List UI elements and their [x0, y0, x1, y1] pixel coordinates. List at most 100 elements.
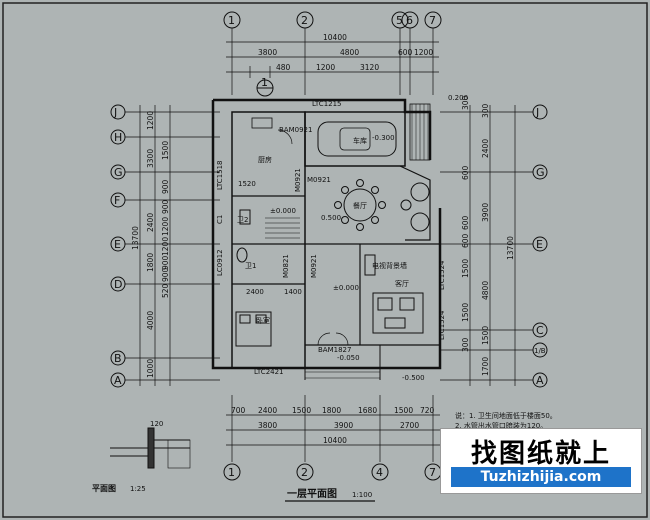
dim-right-o1: 300 [481, 103, 490, 118]
dim-top-inner-b: 1200 [316, 63, 335, 72]
detail-scale: 1:25 [130, 485, 146, 493]
axis-right-G: G [536, 166, 545, 179]
axis-top-5: 5 [396, 14, 403, 27]
dim-left-i2: 900 [161, 179, 170, 194]
window-c1: C1 [216, 215, 224, 224]
door-m0821: M0821 [282, 254, 290, 278]
axis-right-1B: 1/B [534, 347, 546, 355]
room-kitchen: 厨房 [258, 155, 272, 164]
dim-right-i7: 300 [461, 337, 470, 352]
brand-watermark: 找图纸就上 Tuzhizhijia.com [440, 428, 642, 494]
dim-bottom-2a: 3800 [258, 421, 277, 430]
axis-right-C: C [536, 324, 544, 337]
detail-dim: 120 [150, 420, 163, 428]
window-ltc1524-b: LTC1524 [438, 310, 446, 340]
dim-left-o1: 1200 [146, 111, 155, 130]
dim-right-o4: 4800 [481, 281, 490, 300]
dim-bottom-1c: 1500 [292, 406, 311, 415]
dim-right-i4: 600 [461, 233, 470, 248]
axis-left-D: D [114, 278, 122, 291]
dim-bottom-total: 10400 [323, 436, 347, 445]
axis-right-A: A [536, 374, 544, 387]
dim-bottom-1g: 720 [420, 406, 435, 415]
dim-right-i5: 1500 [461, 259, 470, 278]
room-living: 客厅 [395, 279, 409, 288]
elev-3: 0.500 [321, 214, 341, 222]
dim-right-total: 13700 [506, 236, 515, 260]
dim-right-i6: 1500 [461, 303, 470, 322]
axis-left-A: A [114, 374, 122, 387]
axis-top-2: 2 [301, 14, 308, 27]
elev-5: -0.500 [402, 374, 425, 382]
dim-right-i1: 300 [461, 95, 470, 110]
dim-left-i3: 900 [161, 199, 170, 214]
room-bedroom: 卧室 [256, 316, 270, 325]
room-dining: 餐厅 [353, 201, 367, 210]
window-ltc1524-a: LTC1524 [438, 260, 446, 290]
dim-top-a: 3800 [258, 48, 277, 57]
note-1: 说：1. 卫生间地面低于楼面50。 [455, 411, 557, 420]
window-ltc1215: LTC1215 [312, 100, 342, 108]
dim-bottom-1f: 1500 [394, 406, 413, 415]
dim-left-i5: 1200 [161, 237, 170, 256]
axis-bottom-7: 7 [429, 466, 436, 479]
axis-top-7: 7 [429, 14, 436, 27]
dim-left-o5: 4000 [146, 311, 155, 330]
window-ltc2421: LTC2421 [254, 368, 284, 376]
elev-4: -0.050 [337, 354, 360, 362]
dim-left-i4: 1200 [161, 217, 170, 236]
dim-top-c: 600 [398, 48, 413, 57]
drawing-title: 一层平面图 [287, 488, 337, 500]
window-lc0912: LC0912 [216, 249, 224, 276]
elev-1: ±0.000 [270, 207, 296, 215]
axis-bottom-1: 1 [228, 466, 235, 479]
dim-bottom-1e: 1680 [358, 406, 377, 415]
dim-right-o2: 2400 [481, 139, 490, 158]
axis-top-1: 1 [228, 14, 235, 27]
axis-left-J: J [113, 106, 117, 119]
dim-left-o6: 1000 [146, 359, 155, 378]
brand-name: 找图纸就上 [470, 439, 611, 469]
elev-2: ±0.000 [333, 284, 359, 292]
axis-top-6: 6 [406, 14, 413, 27]
axis-left-H: H [114, 131, 122, 144]
elev-7: -0.300 [372, 134, 395, 142]
dim-left-i6: 900 [161, 255, 170, 270]
elev-6: 0.200 [448, 94, 468, 102]
room-garage: 车库 [353, 136, 367, 145]
door-bam1827: BAM1827 [318, 346, 351, 354]
room-dim-1520: 1520 [238, 180, 256, 188]
room-bath1: 卫1 [245, 262, 256, 270]
dim-right-i3: 600 [461, 215, 470, 230]
dim-top-inner-a: 480 [276, 63, 291, 72]
axis-left-B: B [114, 352, 122, 365]
room-dim-1400: 1400 [284, 288, 302, 296]
dim-bottom-2b: 3900 [334, 421, 353, 430]
dim-top-inner-c: 3120 [360, 63, 379, 72]
dim-bottom-1a: 700 [231, 406, 246, 415]
section-index-number: 1 [261, 76, 268, 89]
room-tv-wall: 电视背景墙 [372, 261, 407, 270]
dim-right-o6: 1700 [481, 357, 490, 376]
dim-left-total: 13700 [131, 226, 140, 250]
door-bam0921: BAM0921 [279, 126, 312, 134]
axis-bottom-2: 2 [301, 466, 308, 479]
note-2: 2. 水管出水管口暗装为120。 [455, 421, 547, 430]
dim-bottom-1d: 1800 [322, 406, 341, 415]
dim-left-o4: 1800 [146, 253, 155, 272]
dim-left-o3: 2400 [146, 213, 155, 232]
dim-right-o3: 3900 [481, 203, 490, 222]
dim-right-o5: 1500 [481, 326, 490, 345]
wall-detail [110, 427, 191, 469]
dim-top-d: 1200 [414, 48, 433, 57]
door-m0921-c: M0921 [310, 254, 318, 278]
door-m0921-a: M0921 [307, 176, 331, 184]
building-walls [211, 98, 442, 380]
dim-top-total: 10400 [323, 33, 347, 42]
room-dim-2400: 2400 [246, 288, 264, 296]
dim-bottom-2c: 2700 [400, 421, 419, 430]
drawing-scale: 1:100 [352, 491, 372, 499]
dim-left-o2: 3300 [146, 149, 155, 168]
